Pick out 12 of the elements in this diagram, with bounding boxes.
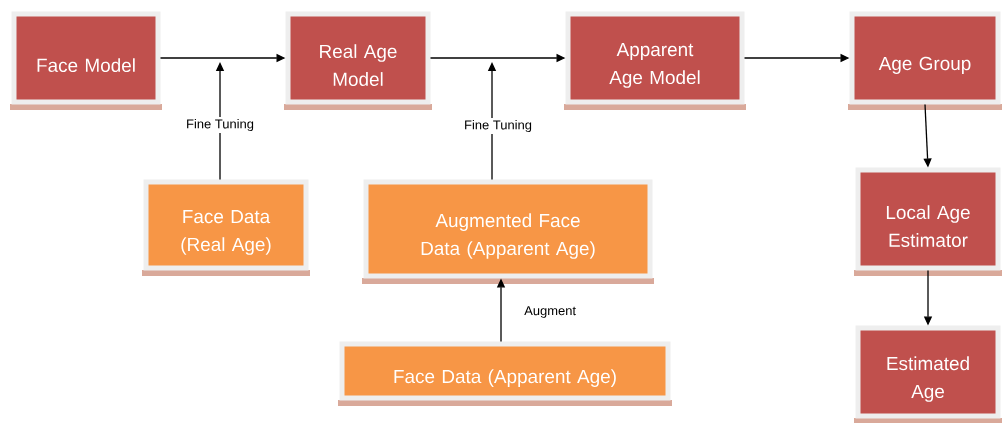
data-box: Augmented Face Data (Apparent Age) bbox=[362, 179, 654, 284]
model-box: Estimated Age bbox=[854, 325, 1002, 423]
data-box: Face Data (Apparent Age) bbox=[338, 341, 672, 406]
model-box: Face Model bbox=[10, 11, 162, 110]
model-box: Apparent Age Model bbox=[564, 11, 746, 110]
edge-label: Fine Tuning bbox=[462, 117, 534, 135]
edge-label: Augment bbox=[522, 304, 579, 320]
data-box: Face Data (Real Age) bbox=[142, 179, 310, 276]
model-box: Real Age Model bbox=[284, 11, 432, 110]
model-box: Age Group bbox=[848, 11, 1002, 110]
edge-label: Fine Tuning bbox=[184, 116, 256, 134]
model-box: Local Age Estimator bbox=[854, 167, 1002, 276]
